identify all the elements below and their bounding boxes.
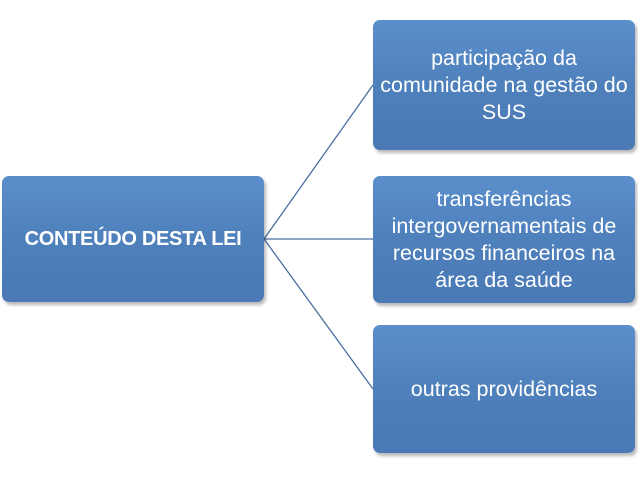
child-node-label: outras providências — [410, 376, 598, 401]
child-node-outras-providencias: outras providências — [373, 325, 635, 453]
child-node-label: transferências intergovernamentais de re… — [391, 186, 617, 292]
root-node-conteudo-desta-lei: CONTEÚDO DESTA LEI — [2, 176, 264, 302]
connector-to-participacao — [263, 84, 374, 240]
child-node-participacao: participação da comunidade na gestão do … — [373, 20, 635, 150]
child-node-transferencias: transferências intergovernamentais de re… — [373, 176, 635, 303]
child-node-label: participação da comunidade na gestão do … — [380, 45, 628, 124]
connector-to-outras-providencias — [263, 238, 374, 390]
root-node-label: CONTEÚDO DESTA LEI — [24, 227, 242, 250]
